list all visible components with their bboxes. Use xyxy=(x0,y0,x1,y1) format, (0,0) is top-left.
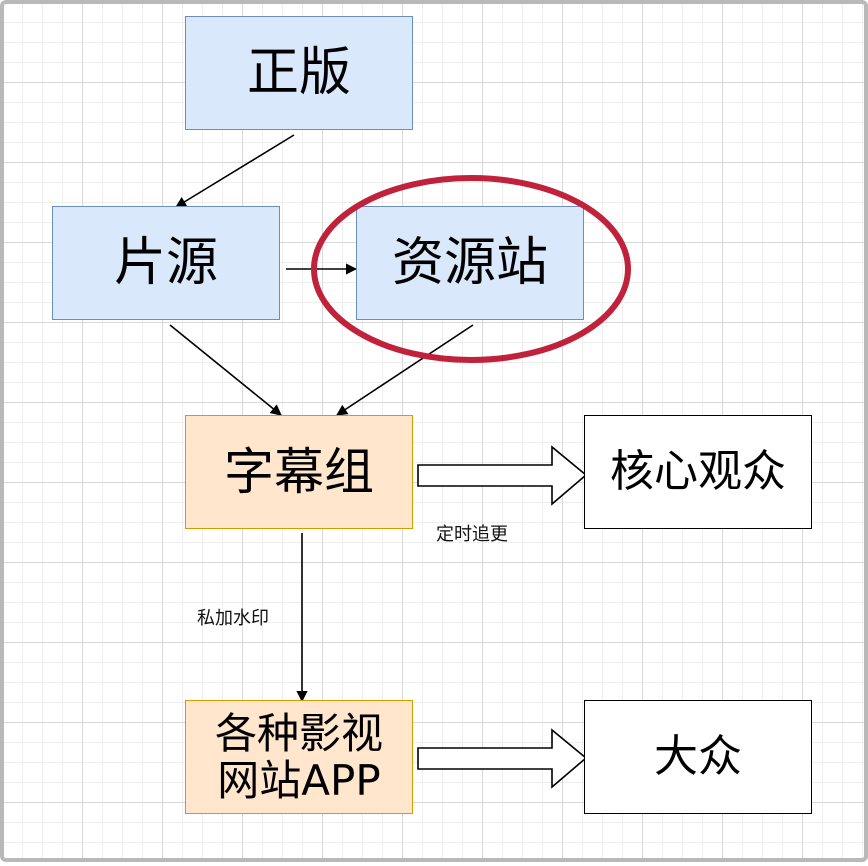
edge-source-to-subtitle-group xyxy=(169,324,282,416)
node-apps-line2: 网站APP xyxy=(217,756,381,805)
node-mass-audience-label: 大众 xyxy=(654,731,742,783)
node-core-audience-label: 核心观众 xyxy=(610,446,786,498)
node-subtitle-group: 字幕组 xyxy=(185,415,413,529)
node-resource-site: 资源站 xyxy=(356,206,584,320)
node-core-audience: 核心观众 xyxy=(584,415,812,529)
block-arrow-to-core-audience xyxy=(417,445,588,506)
edge-label-watermark: 私加水印 xyxy=(197,608,269,629)
edge-label-scheduled-update: 定时追更 xyxy=(436,524,508,545)
block-arrow-to-mass-audience xyxy=(417,728,588,789)
node-official: 正版 xyxy=(185,16,413,130)
node-source: 片源 xyxy=(52,206,280,320)
node-official-label: 正版 xyxy=(246,42,351,103)
node-resource-site-label: 资源站 xyxy=(391,232,548,293)
edge-resource-site-to-subtitle-group xyxy=(336,324,474,416)
node-source-label: 片源 xyxy=(113,232,218,293)
node-apps: 各种影视 网站APP xyxy=(185,700,413,814)
node-mass-audience: 大众 xyxy=(584,700,812,814)
edge-official-to-source xyxy=(175,134,295,208)
node-subtitle-group-label: 字幕组 xyxy=(224,443,374,501)
node-apps-line1: 各种影视 xyxy=(214,708,383,758)
